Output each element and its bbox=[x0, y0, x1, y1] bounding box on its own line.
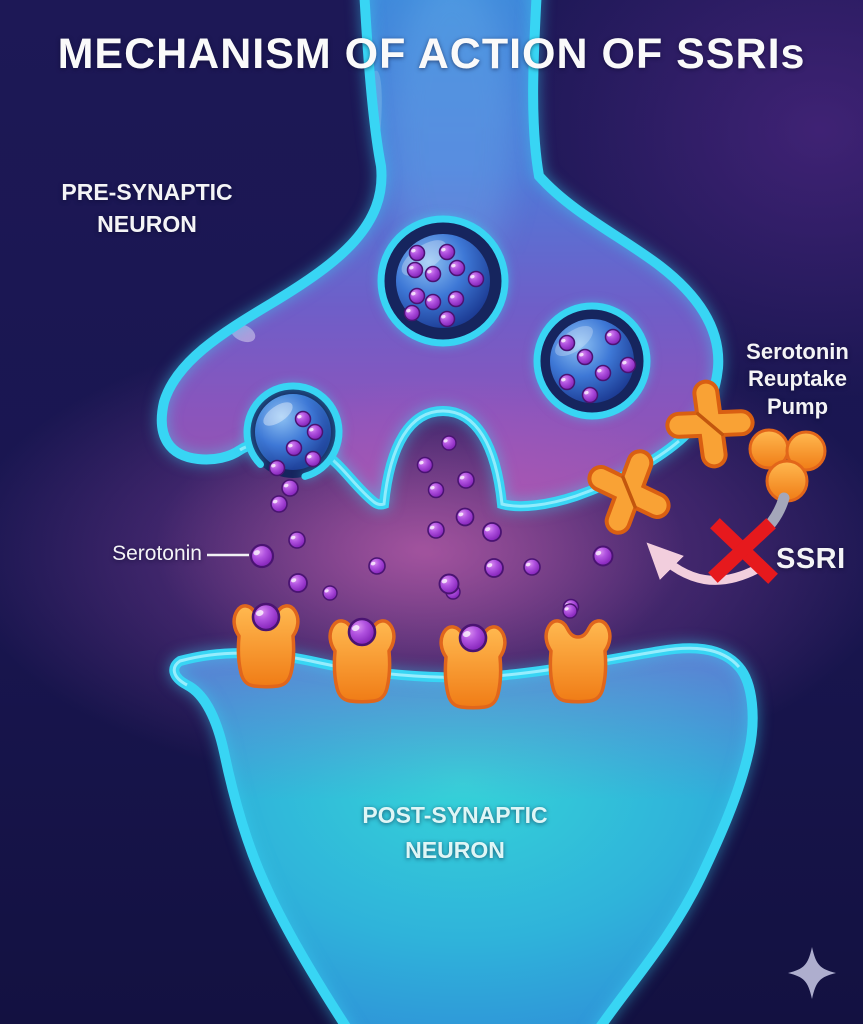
serotonin-molecule bbox=[438, 243, 456, 261]
serotonin-molecule bbox=[558, 334, 576, 352]
serotonin-molecule bbox=[288, 531, 306, 549]
synaptic-vesicle-fusing bbox=[243, 382, 343, 480]
serotonin-molecule bbox=[523, 558, 541, 576]
serotonin-molecule bbox=[441, 435, 457, 451]
serotonin-molecule bbox=[304, 450, 322, 468]
serotonin-molecule bbox=[619, 356, 637, 374]
serotonin-molecule bbox=[406, 261, 424, 279]
serotonin-molecule bbox=[457, 471, 475, 489]
serotonin-molecule bbox=[251, 602, 281, 632]
serotonin-molecule bbox=[285, 439, 303, 457]
serotonin-molecule bbox=[403, 304, 421, 322]
sparkle-icon bbox=[788, 947, 836, 999]
serotonin-molecule bbox=[581, 386, 599, 404]
serotonin-molecule bbox=[576, 348, 594, 366]
serotonin-molecule bbox=[448, 259, 466, 277]
page-title: MECHANISM OF ACTION OF SSRIs bbox=[57, 30, 806, 78]
serotonin-molecule bbox=[294, 410, 312, 428]
post-synaptic-membrane-highlight bbox=[172, 646, 741, 687]
serotonin-molecule bbox=[268, 459, 286, 477]
serotonin-molecule bbox=[427, 481, 445, 499]
red-x-icon bbox=[708, 518, 778, 584]
serotonin-molecule bbox=[484, 558, 504, 578]
serotonin-molecule bbox=[592, 545, 614, 567]
serotonin-molecule bbox=[482, 522, 502, 542]
serotonin-molecule bbox=[347, 617, 377, 647]
serotonin-molecule bbox=[427, 521, 445, 539]
serotonin-label: Serotonin bbox=[112, 542, 202, 565]
serotonin-molecule bbox=[458, 623, 488, 653]
serotonin-molecule bbox=[408, 244, 426, 262]
serotonin-molecule bbox=[438, 573, 460, 595]
ssri-label: SSRI bbox=[776, 543, 846, 575]
post-synaptic-label: POST-SYNAPTIC NEURON bbox=[362, 802, 548, 863]
post-synaptic-purple-tint bbox=[174, 648, 753, 1024]
serotonin-molecule bbox=[467, 270, 485, 288]
serotonin-molecule bbox=[424, 293, 442, 311]
serotonin-molecule bbox=[594, 364, 612, 382]
serotonin-molecule bbox=[368, 557, 386, 575]
reuptake-pump-label: Serotonin Reuptake Pump bbox=[746, 339, 849, 419]
pre-synaptic-label: PRE-SYNAPTIC NEURON bbox=[61, 179, 233, 238]
serotonin-molecule bbox=[270, 495, 288, 513]
post-synaptic-neuron bbox=[169, 643, 758, 1024]
serotonin-molecule bbox=[281, 479, 299, 497]
serotonin-molecule bbox=[558, 373, 576, 391]
serotonin-molecule bbox=[249, 543, 275, 569]
serotonin-cluster-molecule bbox=[785, 430, 827, 472]
serotonin-molecule bbox=[604, 328, 622, 346]
serotonin-molecule bbox=[438, 310, 456, 328]
reuptake-pump bbox=[601, 463, 657, 521]
serotonin-molecule bbox=[408, 287, 426, 305]
ssri-arrow bbox=[646, 542, 762, 585]
serotonin-molecule bbox=[288, 573, 308, 593]
serotonin-molecule bbox=[424, 265, 442, 283]
serotonin-molecule bbox=[447, 290, 465, 308]
serotonin-molecule-cluster bbox=[748, 428, 827, 503]
serotonin-molecule bbox=[562, 603, 578, 619]
serotonin-molecule bbox=[322, 585, 338, 601]
serotonin-molecule bbox=[455, 507, 475, 527]
serotonin-molecule bbox=[416, 456, 434, 474]
serotonin-molecule bbox=[306, 423, 324, 441]
